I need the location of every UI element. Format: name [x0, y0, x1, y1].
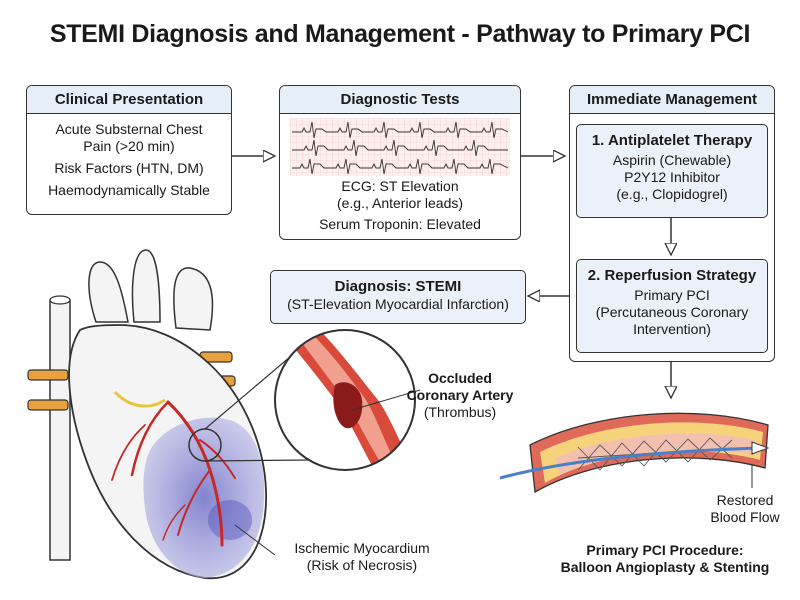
clinical-presentation-box: Clinical Presentation Acute Substernal C… — [26, 85, 232, 215]
immediate-management-heading: Immediate Management — [570, 86, 774, 114]
reperfusion-line-3: Intervention) — [633, 321, 711, 337]
diagnostic-tests-heading: Diagnostic Tests — [280, 86, 520, 114]
antiplatelet-line-2: P2Y12 Inhibitor — [624, 169, 720, 185]
antiplatelet-line-3: (e.g., Clopidogrel) — [616, 186, 728, 202]
diagnostic-tests-box: Diagnostic Tests ECG: ST Elevation (e.g.… — [279, 85, 521, 240]
occluded-label-3: (Thrombus) — [423, 404, 497, 420]
clinical-line-2: Pain (>20 min) — [83, 138, 175, 154]
ecg-line-2: (e.g., Anterior leads) — [336, 195, 464, 211]
antiplatelet-line-1: Aspirin (Chewable) — [612, 152, 732, 168]
reperfusion-strategy-box: 2. Reperfusion Strategy Primary PCI (Per… — [576, 259, 768, 353]
occluded-label-2: Coronary Artery — [406, 387, 514, 403]
clinical-line-1: Acute Substernal Chest — [55, 121, 203, 137]
diagnosis-stemi-box: Diagnosis: STEMI (ST-Elevation Myocardia… — [270, 270, 526, 324]
antiplatelet-therapy-box: 1. Antiplatelet Therapy Aspirin (Chewabl… — [576, 124, 768, 218]
restored-label-2: Blood Flow — [710, 509, 780, 525]
occluded-label-1: Occluded — [428, 370, 492, 386]
stented-vessel — [499, 412, 770, 494]
ecg-strip — [290, 118, 510, 176]
clinical-line-4: Haemodynamically Stable — [48, 182, 210, 198]
diagram-title: STEMI Diagnosis and Management - Pathway… — [49, 20, 751, 48]
heart-illustration — [27, 249, 267, 580]
diagnosis-title: Diagnosis: STEMI — [334, 278, 462, 295]
procedure-label-2: Balloon Angioplasty & Stenting — [560, 559, 770, 575]
reperfusion-line-1: Primary PCI — [634, 287, 710, 303]
clinical-line-3: Risk Factors (HTN, DM) — [54, 160, 204, 176]
zoomed-artery-circle — [274, 329, 416, 471]
ecg-line-1: ECG: ST Elevation — [341, 178, 459, 194]
ischemic-label-1: Ischemic Myocardium — [294, 540, 430, 556]
reperfusion-line-2: (Percutaneous Coronary — [595, 304, 749, 320]
antiplatelet-title: 1. Antiplatelet Therapy — [591, 132, 753, 149]
troponin-line: Serum Troponin: Elevated — [319, 216, 481, 232]
ischemic-label-2: (Risk of Necrosis) — [306, 557, 418, 573]
procedure-label-1: Primary PCI Procedure: — [586, 542, 744, 558]
reperfusion-title: 2. Reperfusion Strategy — [587, 267, 757, 284]
clinical-presentation-heading: Clinical Presentation — [27, 86, 231, 114]
restored-label-1: Restored — [716, 492, 774, 508]
diagnosis-subtitle: (ST-Elevation Myocardial Infarction) — [287, 296, 509, 312]
